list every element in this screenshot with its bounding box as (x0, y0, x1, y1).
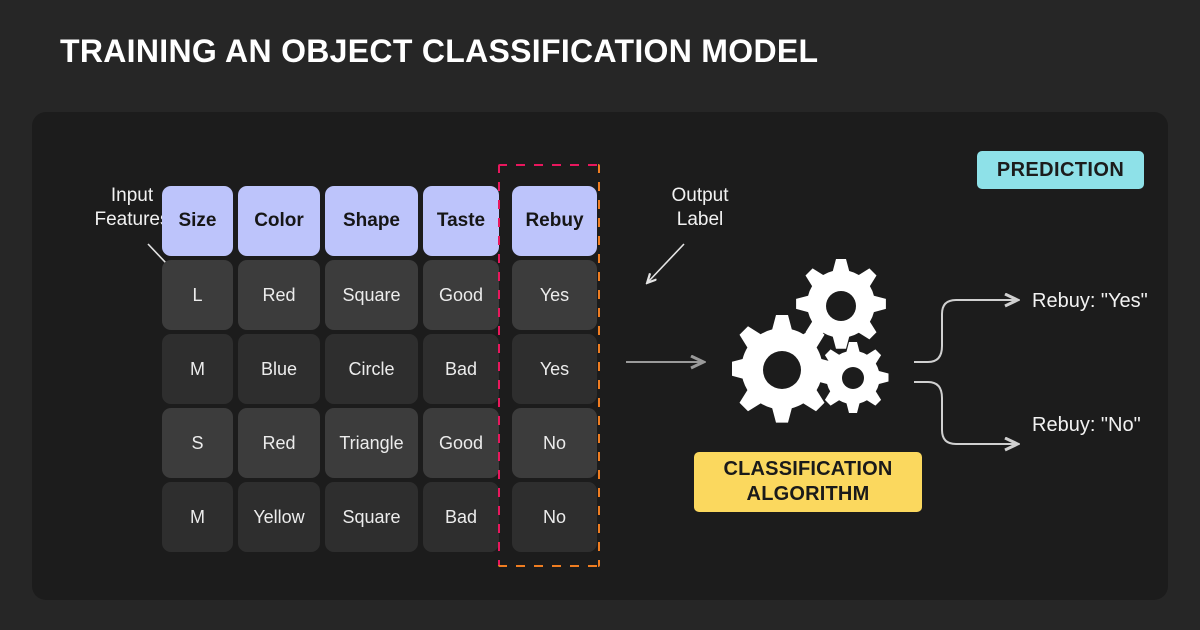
output-label-no: Rebuy: "No" (1032, 414, 1141, 436)
algorithm-label-line2: ALGORITHM (746, 483, 870, 505)
column-header-taste[interactable]: Taste (423, 186, 499, 256)
cell-size: M (162, 482, 233, 552)
column-header-size[interactable]: Size (162, 186, 233, 256)
feature-table: Size Color Shape Taste Rebuy L Red Squar… (162, 186, 597, 556)
column-header-color[interactable]: Color (238, 186, 320, 256)
column-header-shape[interactable]: Shape (325, 186, 418, 256)
cell-size: S (162, 408, 233, 478)
cell-taste: Bad (423, 482, 499, 552)
input-features-label: Input Features (94, 185, 170, 230)
output-label-arrow-icon (640, 240, 692, 297)
branch-arrows-icon (912, 272, 1042, 477)
output-label-label: Output Label (671, 185, 729, 230)
cell-size: M (162, 334, 233, 404)
rebuy-column-highlight (498, 164, 600, 567)
prediction-badge[interactable]: PREDICTION (977, 151, 1144, 189)
classification-algorithm-box[interactable]: CLASSIFICATION ALGORITHM (694, 452, 922, 512)
cell-shape: Circle (325, 334, 418, 404)
output-label-yes: Rebuy: "Yes" (1032, 290, 1148, 312)
cell-taste: Good (423, 408, 499, 478)
diagram-panel: Input Features Output Label PREDICTION (32, 112, 1168, 600)
algorithm-label-line1: CLASSIFICATION (723, 458, 893, 480)
page-title: TRAINING AN OBJECT CLASSIFICATION MODEL (60, 33, 819, 69)
cell-shape: Square (325, 260, 418, 330)
cell-shape: Triangle (325, 408, 418, 478)
cell-size: L (162, 260, 233, 330)
cell-color: Red (238, 260, 320, 330)
cell-color: Yellow (238, 482, 320, 552)
cell-taste: Good (423, 260, 499, 330)
gears-icon (728, 257, 892, 432)
cell-color: Blue (238, 334, 320, 404)
flow-arrow-icon (624, 352, 714, 377)
cell-color: Red (238, 408, 320, 478)
cell-taste: Bad (423, 334, 499, 404)
cell-shape: Square (325, 482, 418, 552)
